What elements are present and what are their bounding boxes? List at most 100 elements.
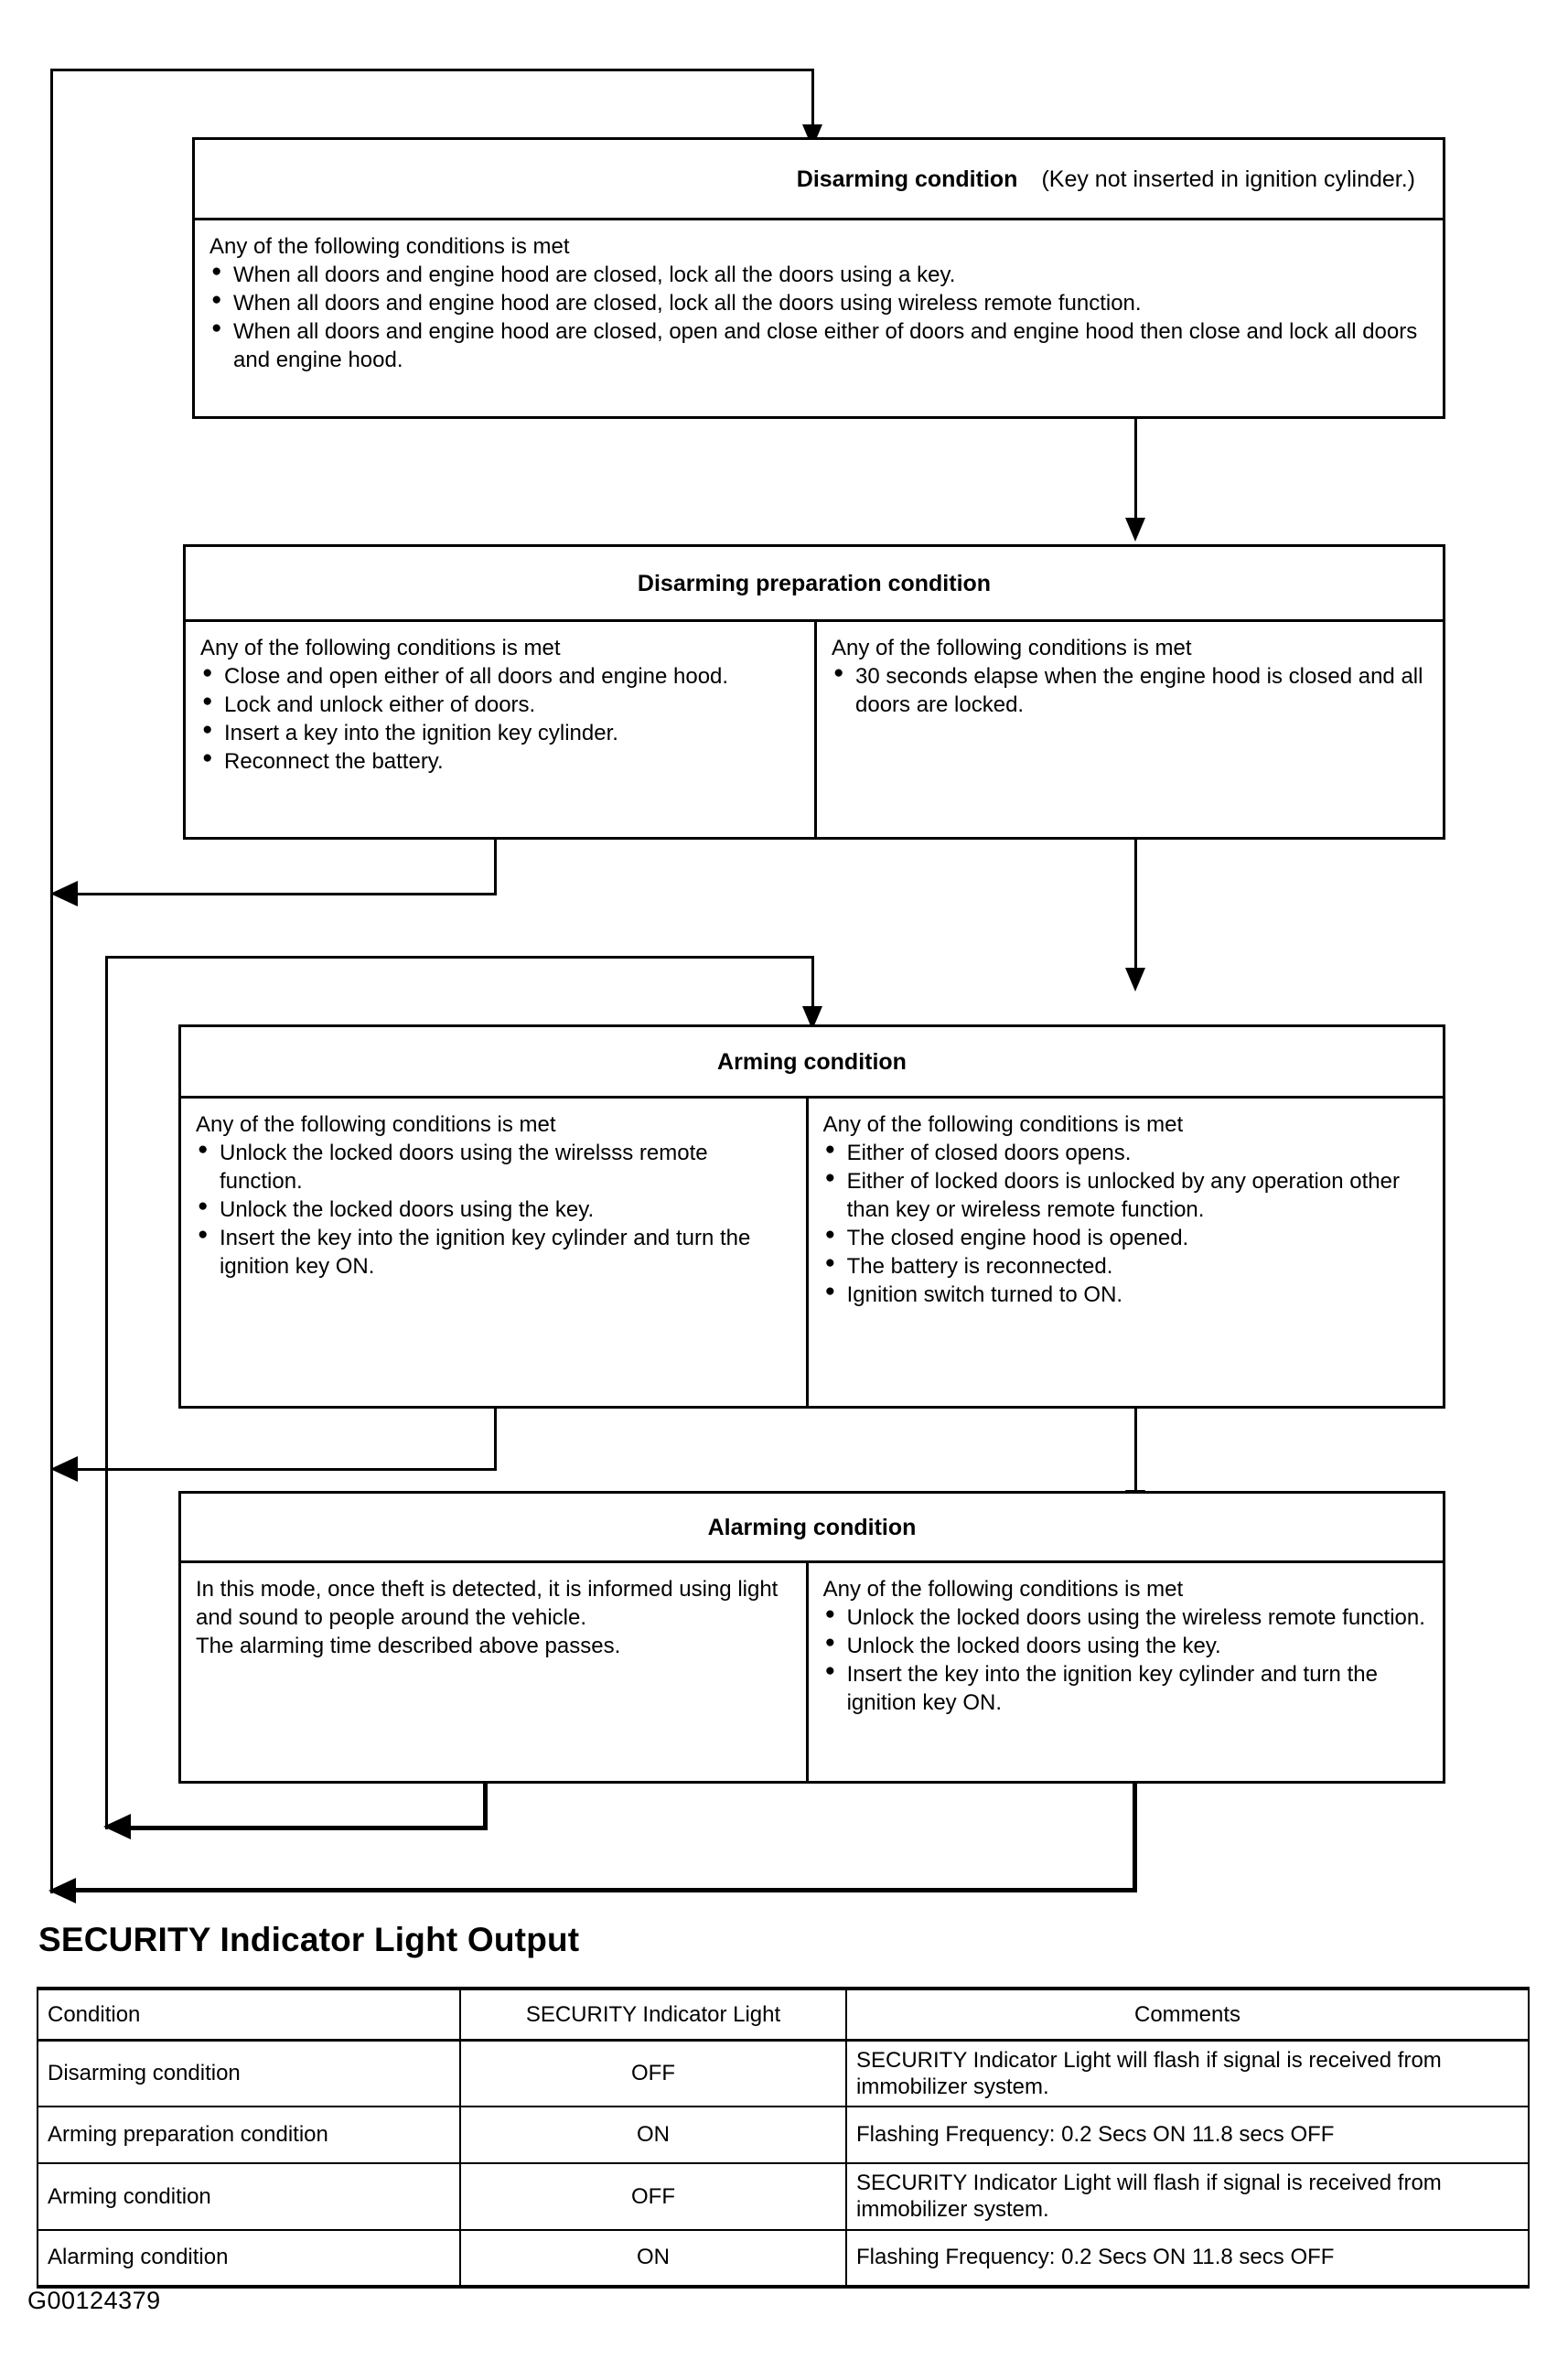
- description-paragraph: The alarming time described above passes…: [196, 1633, 621, 1658]
- connector-secondary-drop: [811, 956, 814, 1011]
- list-item: Insert a key into the ignition key cylin…: [200, 719, 800, 748]
- box-title: Arming condition: [717, 1048, 907, 1075]
- connector-top-horizontal: [50, 69, 814, 71]
- arrow-arming-feedback-left: [50, 1456, 78, 1482]
- list-item: The closed engine hood is opened.: [823, 1224, 1428, 1253]
- cell-indicator-light: OFF: [459, 2162, 847, 2231]
- connector-arming-down: [494, 1409, 497, 1471]
- box-body-arming: Any of the following conditions is met U…: [181, 1099, 1443, 1406]
- connector-disarming-to-prep: [1134, 419, 1137, 518]
- security-indicator-light-table: Condition SECURITY Indicator Light Comme…: [37, 1987, 1530, 2289]
- box-header-arming: Arming condition: [181, 1027, 1443, 1099]
- list-item: Reconnect the battery.: [200, 747, 800, 777]
- table-row: Arming condition OFF SECURITY Indicator …: [37, 2162, 1530, 2231]
- connector-secondary-top-horizontal: [105, 956, 814, 959]
- cell-comment: Flashing Frequency: 0.2 Secs ON 11.8 sec…: [845, 2106, 1530, 2165]
- flow-box-disarming-condition: Disarming condition (Key not inserted in…: [192, 137, 1445, 419]
- box-title: Alarming condition: [707, 1514, 917, 1540]
- column-lead: Any of the following conditions is met: [200, 636, 561, 660]
- box-header-alarming: Alarming condition: [181, 1494, 1443, 1563]
- cell-condition: Alarming condition: [37, 2228, 461, 2289]
- box-title: Disarming condition: [796, 166, 1018, 192]
- cell-comment: SECURITY Indicator Light will flash if s…: [845, 2162, 1530, 2231]
- cell-condition: Arming preparation condition: [37, 2106, 461, 2165]
- cell-condition: Disarming condition: [37, 2038, 461, 2108]
- arrow-alarming-feedback-outer: [48, 1878, 76, 1903]
- column-lead: Any of the following conditions is met: [196, 1112, 556, 1137]
- table-row: Alarming condition ON Flashing Frequency…: [37, 2228, 1530, 2289]
- box-header-disarming: Disarming condition (Key not inserted in…: [195, 140, 1443, 220]
- box-column-left: In this mode, once theft is detected, it…: [181, 1563, 806, 1781]
- cell-comment: SECURITY Indicator Light will flash if s…: [845, 2038, 1530, 2108]
- list-item: Unlock the locked doors using the key.: [196, 1195, 791, 1225]
- table-header-row: Condition SECURITY Indicator Light Comme…: [37, 1987, 1530, 2042]
- condition-list: Unlock the locked doors using the wirels…: [196, 1139, 791, 1281]
- connector-alarming-to-secondary-bus: [131, 1826, 488, 1830]
- connector-outer-left-vertical: [50, 69, 53, 1893]
- box-column-left: Any of the following conditions is met U…: [181, 1099, 806, 1406]
- flow-box-disarming-preparation-condition: Disarming preparation condition Any of t…: [183, 544, 1445, 840]
- condition-list: 30 seconds elapse when the engine hood i…: [832, 662, 1428, 720]
- list-item: Close and open either of all doors and e…: [200, 662, 800, 691]
- arrow-prep-feedback-left: [50, 881, 78, 906]
- connector-secondary-left-vertical: [105, 956, 108, 1829]
- box-column: Any of the following conditions is met W…: [195, 220, 1443, 416]
- connector-prep-to-left-bus: [78, 893, 497, 895]
- box-column-right: Any of the following conditions is met U…: [805, 1563, 1443, 1781]
- condition-list: Either of closed doors opens. Either of …: [823, 1139, 1428, 1310]
- flow-box-arming-condition: Arming condition Any of the following co…: [178, 1024, 1445, 1409]
- section-title: SECURITY Indicator Light Output: [38, 1921, 580, 1958]
- list-item: The battery is reconnected.: [823, 1252, 1428, 1281]
- list-item: 30 seconds elapse when the engine hood i…: [832, 662, 1428, 720]
- box-column-right: Any of the following conditions is met 3…: [814, 622, 1443, 837]
- arrow-into-arming-box-left: [802, 1006, 822, 1030]
- description-paragraph: In this mode, once theft is detected, it…: [196, 1577, 779, 1630]
- column-lead: Any of the following conditions is met: [832, 636, 1192, 660]
- column-header-indicator-light: SECURITY Indicator Light: [459, 1987, 847, 2042]
- connector-prep-to-arming: [1134, 840, 1137, 968]
- list-item: When all doors and engine hood are close…: [209, 261, 1428, 290]
- box-body-disarming: Any of the following conditions is met W…: [195, 220, 1443, 416]
- list-item: Insert the key into the ignition key cyl…: [196, 1224, 791, 1281]
- box-title: Disarming preparation condition: [637, 570, 992, 596]
- column-header-condition: Condition: [37, 1987, 461, 2042]
- column-lead: Any of the following conditions is met: [822, 1577, 1184, 1602]
- condition-list: When all doors and engine hood are close…: [209, 261, 1428, 375]
- box-header-disarming-preparation: Disarming preparation condition: [186, 547, 1443, 622]
- list-item: Insert the key into the ignition key cyl…: [823, 1660, 1428, 1718]
- list-item: Ignition switch turned to ON.: [823, 1281, 1428, 1310]
- column-header-comments: Comments: [845, 1987, 1530, 2042]
- connector-alarming-to-outer-bus: [76, 1888, 1137, 1892]
- column-lead: Any of the following conditions is met: [822, 1112, 1184, 1137]
- cell-indicator-light: OFF: [459, 2038, 847, 2108]
- arrow-into-prep-box: [1125, 518, 1145, 541]
- list-item: Either of locked doors is unlocked by an…: [823, 1167, 1428, 1225]
- cell-indicator-light: ON: [459, 2228, 847, 2289]
- connector-top-drop: [811, 69, 814, 137]
- connector-arming-to-alarming: [1134, 1409, 1137, 1491]
- arrow-into-arming-box-right: [1125, 968, 1145, 992]
- list-item: When all doors and engine hood are close…: [209, 317, 1428, 375]
- box-title-note: (Key not inserted in ignition cylinder.): [1041, 166, 1415, 192]
- cell-indicator-light: ON: [459, 2106, 847, 2165]
- connector-alarming-left-down: [483, 1782, 488, 1829]
- condition-list: Unlock the locked doors using the wirele…: [823, 1603, 1428, 1718]
- condition-list: Close and open either of all doors and e…: [200, 662, 800, 777]
- list-item: Lock and unlock either of doors.: [200, 691, 800, 720]
- box-column-left: Any of the following conditions is met C…: [186, 622, 814, 837]
- column-lead: Any of the following conditions is met: [209, 234, 570, 259]
- table-row: Disarming condition OFF SECURITY Indicat…: [37, 2038, 1530, 2108]
- list-item: Unlock the locked doors using the wirels…: [196, 1139, 791, 1196]
- cell-condition: Arming condition: [37, 2162, 461, 2231]
- list-item: Either of closed doors opens.: [823, 1139, 1428, 1168]
- list-item: When all doors and engine hood are close…: [209, 289, 1428, 318]
- connector-prep-down: [494, 840, 497, 895]
- connector-alarming-right-down: [1133, 1782, 1137, 1892]
- figure-code: G00124379: [27, 2287, 161, 2314]
- list-item: Unlock the locked doors using the wirele…: [823, 1603, 1428, 1633]
- table-row: Arming preparation condition ON Flashing…: [37, 2106, 1530, 2165]
- box-body-disarming-preparation: Any of the following conditions is met C…: [186, 622, 1443, 837]
- cell-comment: Flashing Frequency: 0.2 Secs ON 11.8 sec…: [845, 2228, 1530, 2289]
- box-body-alarming: In this mode, once theft is detected, it…: [181, 1563, 1443, 1781]
